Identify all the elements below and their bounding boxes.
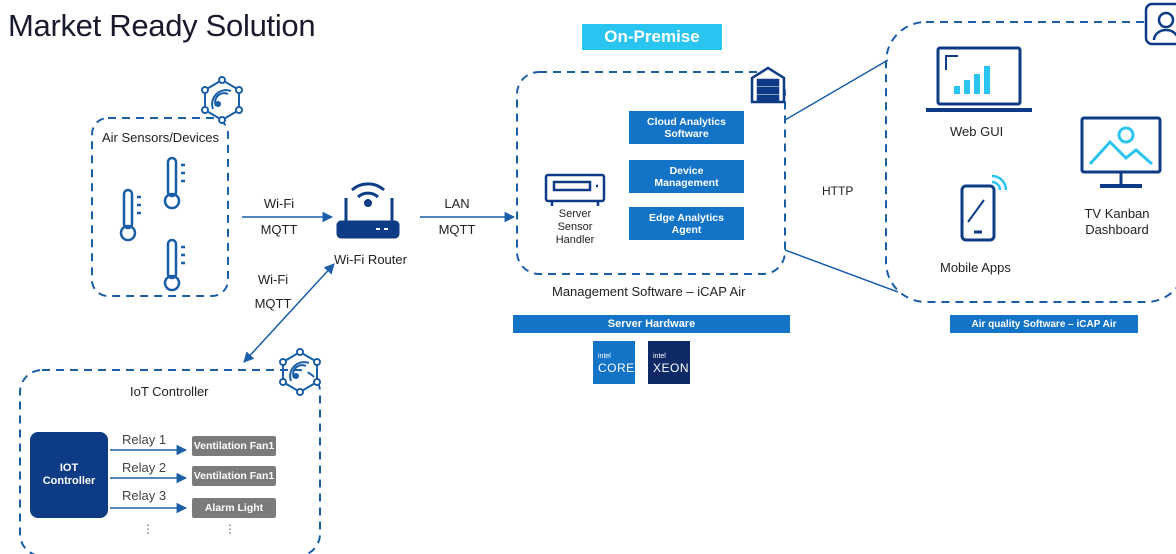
web-gui-monitor-icon: [926, 46, 1032, 112]
server-device-icon: [544, 173, 606, 206]
controller-link-protocol: Wi-Fi: [257, 272, 289, 287]
sensors-label: Air Sensors/Devices: [102, 130, 220, 145]
controller-group-border: [19, 369, 321, 554]
tv-dashboard-icon: [1080, 116, 1162, 188]
server-link-transport: MQTT: [438, 222, 476, 237]
server-link-protocol: LAN: [444, 196, 470, 211]
router-label: Wi-Fi Router: [334, 252, 407, 267]
thermometer-icon: [163, 156, 185, 210]
alarm-light-box: Alarm Light: [192, 498, 276, 518]
server-rack-icon: [750, 66, 786, 104]
intel-xeon-name: XEON: [653, 361, 690, 375]
server-group-border: [516, 71, 786, 275]
relay-1-label: Relay 1: [122, 432, 167, 447]
relay-continuation-dots: ⋮: [142, 522, 154, 536]
management-software-caption: Management Software – iCAP Air: [552, 284, 746, 299]
ventilation-fan-2-box: Ventilation Fan1: [192, 466, 276, 486]
edge-analytics-module: Edge Analytics Agent: [629, 207, 744, 240]
intel-xeon-brand: intel: [653, 353, 666, 360]
server-to-clients-line-bottom: [784, 249, 899, 293]
wifi-router-icon: [336, 182, 400, 239]
page-title: Market Ready Solution: [8, 8, 316, 43]
http-link-label: HTTP: [822, 184, 854, 198]
router-controller-arrow: [243, 263, 335, 363]
mobile-app-icon: [960, 174, 1008, 242]
sensor-link-transport: MQTT: [260, 222, 298, 237]
cloud-analytics-module: Cloud Analytics Software: [629, 111, 744, 144]
intel-core-brand: intel: [598, 353, 611, 360]
ventilation-fan-1-box: Ventilation Fan1: [192, 436, 276, 456]
air-quality-software-bar: Air quality Software – iCAP Air: [950, 315, 1138, 333]
sensor-link-protocol: Wi-Fi: [263, 196, 295, 211]
tv-kanban-label: TV Kanban Dashboard: [1084, 206, 1150, 237]
iot-controller-label: IoT Controller: [130, 384, 209, 399]
relay-3-label: Relay 3: [122, 488, 167, 503]
clients-group-border: [885, 21, 1176, 303]
thermometer-icon: [163, 238, 185, 292]
user-profile-icon: [1144, 2, 1176, 46]
intel-xeon-chip: intel XEON: [648, 341, 690, 384]
thermometer-icon: [119, 188, 141, 242]
network-hub-icon: [201, 76, 243, 124]
mobile-apps-label: Mobile Apps: [940, 260, 1011, 275]
iot-controller-box: IOT Controller: [30, 432, 108, 518]
server-hardware-bar: Server Hardware: [513, 315, 790, 333]
web-gui-label: Web GUI: [950, 124, 1004, 139]
relay-2-label: Relay 2: [122, 460, 167, 475]
server-handler-label: Server Sensor Handler: [555, 208, 595, 246]
device-continuation-dots: ⋮: [224, 522, 236, 536]
controller-link-transport: MQTT: [254, 296, 292, 311]
intel-core-name: CORE: [598, 361, 635, 375]
on-premise-badge: On-Premise: [582, 24, 722, 50]
intel-core-chip: intel CORE: [593, 341, 635, 384]
sensors-group-border: [91, 117, 229, 297]
server-to-clients-line-top: [784, 59, 889, 121]
device-management-module: Device Management: [629, 160, 744, 193]
network-hub-icon: [279, 348, 321, 396]
